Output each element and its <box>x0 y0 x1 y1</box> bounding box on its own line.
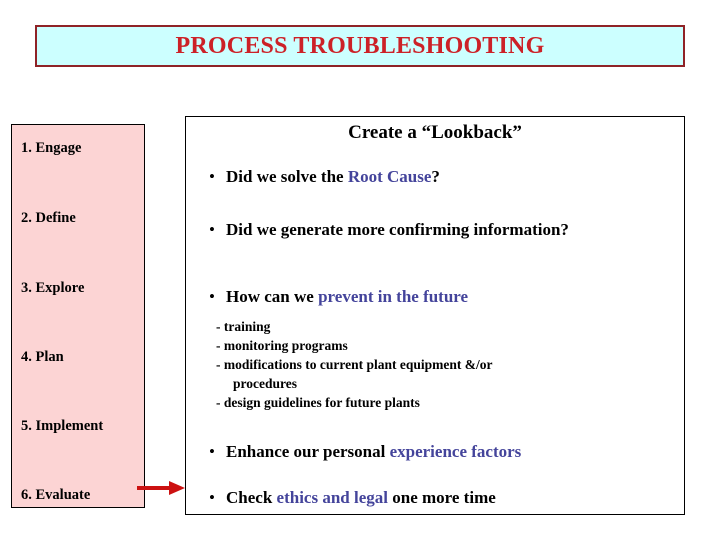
sub-list-item-continuation: procedures <box>233 376 297 391</box>
sub-list-item: - modifications to current plant equipme… <box>216 357 493 372</box>
bullet-text: How can we prevent in the future <box>226 285 678 309</box>
lookback-content-panel: Create a “Lookback” • Did we solve the R… <box>185 116 685 515</box>
bullet-text: Did we generate more confirming informat… <box>226 220 569 239</box>
bullet-text: Check ethics and legal one more time <box>226 486 678 510</box>
step-item-plan[interactable]: 4. Plan <box>21 349 64 365</box>
bullet-marker-icon: • <box>209 167 215 186</box>
bullet-segment-accent: prevent in the future <box>318 287 469 306</box>
process-steps-panel: 1. Engage 2. Define 3. Explore 4. Plan 5… <box>11 124 145 508</box>
sub-list-item: - monitoring programs <box>216 338 348 353</box>
sub-list-item: - training <box>216 319 271 334</box>
slide-title-text: PROCESS TROUBLESHOOTING <box>175 32 545 59</box>
step-item-engage[interactable]: 1. Engage <box>21 140 82 156</box>
bullet-marker-icon: • <box>209 287 215 306</box>
step-item-explore[interactable]: 3. Explore <box>21 280 85 296</box>
bullet-ethics-legal: • Check ethics and legal one more time <box>198 486 678 510</box>
slide-title-banner: PROCESS TROUBLESHOOTING <box>35 25 685 67</box>
bullet-experience-factors: • Enhance our personal experience factor… <box>198 440 678 464</box>
bullet-confirming-information: • Did we generate more confirming inform… <box>198 218 678 242</box>
step-item-implement[interactable]: 5. Implement <box>21 418 104 434</box>
content-heading: Create a “Lookback” <box>348 122 522 143</box>
bullet-segment: Did we solve the <box>226 167 348 186</box>
bullet-segment: Enhance our personal <box>226 442 390 461</box>
bullet-prevent-future: • How can we prevent in the future <box>198 285 678 309</box>
prevention-sub-list: - training - monitoring programs - modif… <box>216 317 671 412</box>
red-arrow-icon <box>137 481 185 495</box>
step-item-evaluate[interactable]: 6. Evaluate <box>21 487 91 503</box>
bullet-segment: Check <box>226 488 277 507</box>
bullet-marker-icon: • <box>209 488 215 507</box>
bullet-segment-accent: ethics and legal <box>276 488 388 507</box>
bullet-marker-icon: • <box>209 442 215 461</box>
bullet-marker-icon: • <box>209 220 215 239</box>
bullet-text: Did we solve the Root Cause? <box>226 165 678 189</box>
bullet-root-cause: • Did we solve the Root Cause? <box>198 165 678 189</box>
sub-list-item: - design guidelines for future plants <box>216 395 420 410</box>
bullet-text: Enhance our personal experience factors <box>226 440 678 464</box>
bullet-segment: ? <box>431 167 440 186</box>
bullet-segment: How can we <box>226 287 319 306</box>
bullet-segment: one more time <box>387 488 496 507</box>
step-item-define[interactable]: 2. Define <box>21 210 76 226</box>
bullet-segment-accent: Root Cause <box>347 167 432 186</box>
bullet-segment-accent: experience factors <box>389 442 522 461</box>
